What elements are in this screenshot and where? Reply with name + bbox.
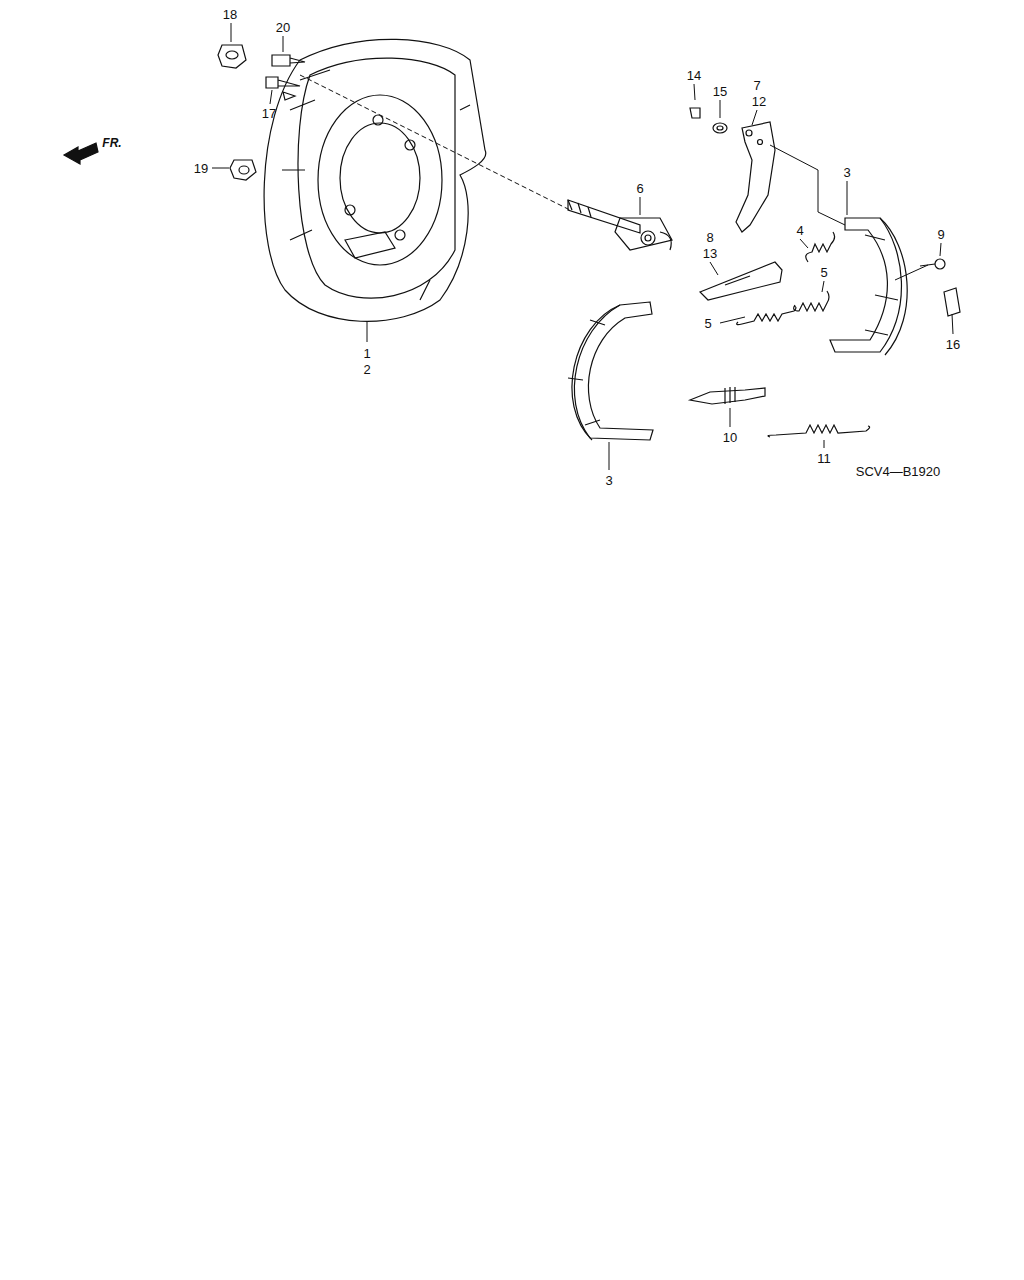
callout-number: 8 <box>706 231 713 244</box>
hold-down-parts <box>920 259 960 316</box>
figure-code: SCV4—B1920 <box>856 465 941 478</box>
callout-number: 6 <box>636 182 643 195</box>
front-arrow <box>64 143 98 164</box>
callout-number: 17 <box>262 107 276 120</box>
callout-number: 7 <box>753 79 760 92</box>
callout-number: 2 <box>363 363 370 376</box>
callout-number: 4 <box>796 224 803 237</box>
anchor-pin <box>568 200 672 250</box>
front-marker: FR. <box>102 137 121 149</box>
brake-shoe <box>830 218 907 355</box>
leader-lines <box>212 23 953 470</box>
adjuster <box>690 387 765 404</box>
callout-number: 14 <box>687 69 701 82</box>
parking-lever <box>690 108 775 232</box>
callout-number: 19 <box>194 162 208 175</box>
callout-number: 3 <box>843 166 850 179</box>
brake-shoe <box>568 302 653 440</box>
callout-number: 5 <box>820 266 827 279</box>
callout-number: 13 <box>703 247 717 260</box>
strut <box>700 262 782 300</box>
callout-number: 15 <box>713 85 727 98</box>
callout-number: 11 <box>817 452 831 465</box>
callout-number: 16 <box>946 338 960 351</box>
callout-number: 20 <box>276 21 290 34</box>
callout-number: 10 <box>723 431 737 444</box>
callout-number: 3 <box>605 474 612 487</box>
callout-number: 18 <box>223 8 237 21</box>
callout-number: 1 <box>363 347 370 360</box>
callout-number: 12 <box>752 95 766 108</box>
callout-number: 9 <box>937 228 944 241</box>
springs <box>737 232 870 437</box>
callout-number: 5 <box>704 317 711 330</box>
fasteners <box>218 45 305 180</box>
backing-plate <box>264 39 486 321</box>
